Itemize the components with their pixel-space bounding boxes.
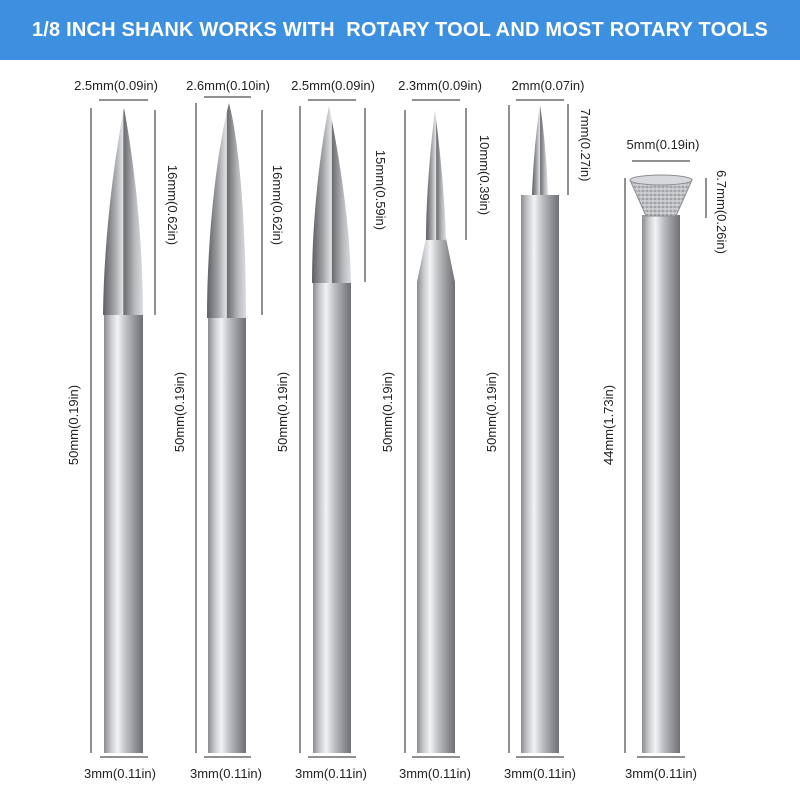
bit-6-total-length: 44mm(1.73in) [601, 384, 616, 466]
bit-2-total-length: 50mm(0.19in) [172, 371, 187, 453]
bit-2-tip-length: 16mm(0.62in) [270, 164, 285, 246]
bit-3-total-length: 50mm(0.19in) [275, 371, 290, 453]
bit-6-shank-width: 3mm(0.11in) [624, 766, 698, 781]
header-banner: 1/8 INCH SHANK WORKS WITH ROTARY TOOL AN… [0, 0, 800, 60]
dimension-lines [90, 96, 707, 758]
bit-5-top-width: 2mm(0.07in) [511, 78, 585, 93]
bit-4-top-width: 2.3mm(0.09in) [398, 78, 482, 93]
engraving-bit-4 [417, 110, 455, 753]
bit-5-shank-width: 3mm(0.11in) [503, 766, 577, 781]
engraving-bit-2 [207, 103, 246, 753]
bit-5-total-length: 50mm(0.19in) [484, 371, 499, 453]
bit-3-tip-length: 15mm(0.59in) [373, 149, 388, 231]
bit-4-tip-length: 10mm(0.39in) [477, 134, 492, 216]
bit-6-top-width: 5mm(0.19in) [626, 137, 700, 152]
banner-title: 1/8 INCH SHANK WORKS WITH ROTARY TOOL AN… [31, 18, 769, 41]
bit-3-shank-width: 3mm(0.11in) [294, 766, 368, 781]
bit-1-top-width: 2.5mm(0.09in) [74, 78, 158, 93]
bit-4-total-length: 50mm(0.19in) [380, 371, 395, 453]
engraving-bit-1 [103, 108, 143, 753]
bit-1-tip-length: 16mm(0.62in) [165, 164, 180, 246]
bit-2-top-width: 2.6mm(0.10in) [186, 78, 270, 93]
diamond-bit-6 [629, 174, 693, 753]
bit-2-shank-width: 3mm(0.11in) [189, 766, 263, 781]
bit-4-shank-width: 3mm(0.11in) [398, 766, 472, 781]
engraving-bit-5 [521, 105, 559, 753]
bit-1-shank-width: 3mm(0.11in) [83, 766, 157, 781]
bit-5-tip-length: 7mm(0.27in) [578, 108, 593, 182]
bit-6-tip-length: 6.7mm(0.26in) [714, 170, 729, 254]
engraving-bit-3 [312, 106, 351, 753]
bit-1-total-length: 50mm(0.19in) [66, 384, 81, 466]
bit-3-top-width: 2.5mm(0.09in) [291, 78, 375, 93]
